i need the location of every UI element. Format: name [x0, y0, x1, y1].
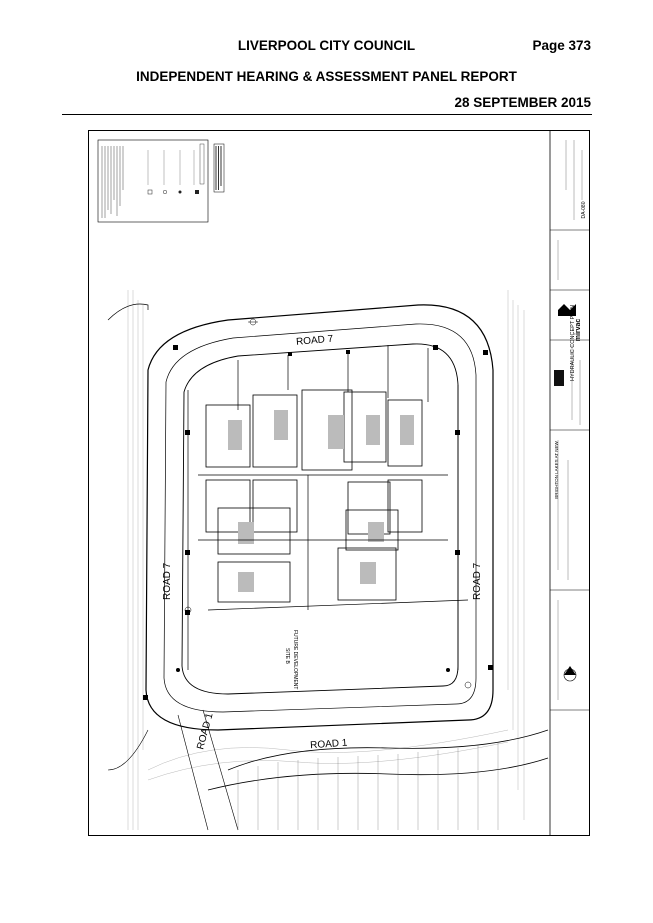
light-pole-icons — [184, 318, 472, 689]
road-label-west: ROAD 7 — [162, 562, 173, 600]
hydraulic-plan-drawing: HYDRAULIC CONCEPT PLAN DA-080 mirvac BRI… — [88, 130, 590, 836]
road-label-south: ROAD 1 — [310, 738, 348, 752]
drawing-title: HYDRAULIC CONCEPT PLAN — [570, 305, 576, 381]
report-date: 28 SEPTEMBER 2015 — [454, 95, 591, 110]
drawing-number: DA-080 — [581, 201, 587, 218]
site-label: SITE B — [284, 648, 290, 665]
title-block: HYDRAULIC CONCEPT PLAN DA-080 mirvac BRI… — [550, 140, 590, 711]
drainage-pipes — [187, 345, 469, 670]
council-name: LIVERPOOL CITY COUNCIL — [237, 38, 416, 53]
project-name: BRIGHTON LAKES AT NEW — [554, 440, 559, 498]
legend-box — [97, 139, 225, 223]
page-number: Page 373 — [532, 38, 591, 53]
site-sub-label: FUTURE DEVELOPMENT — [292, 630, 298, 689]
building-lots — [205, 389, 423, 603]
road-label-north: ROAD 7 — [296, 334, 334, 348]
road-label-east: ROAD 7 — [472, 562, 483, 600]
header-rule — [62, 114, 592, 115]
consultant-logo-icon — [554, 370, 564, 386]
company-logo-icon — [558, 304, 576, 316]
contour-lines — [127, 290, 525, 830]
building-hatch — [228, 410, 414, 592]
road-hatch — [237, 742, 499, 830]
report-title: INDEPENDENT HEARING & ASSESSMENT PANEL R… — [136, 69, 517, 84]
pits — [143, 345, 493, 700]
sheet-border — [88, 130, 590, 836]
company-logo-text: mirvac — [575, 319, 582, 342]
